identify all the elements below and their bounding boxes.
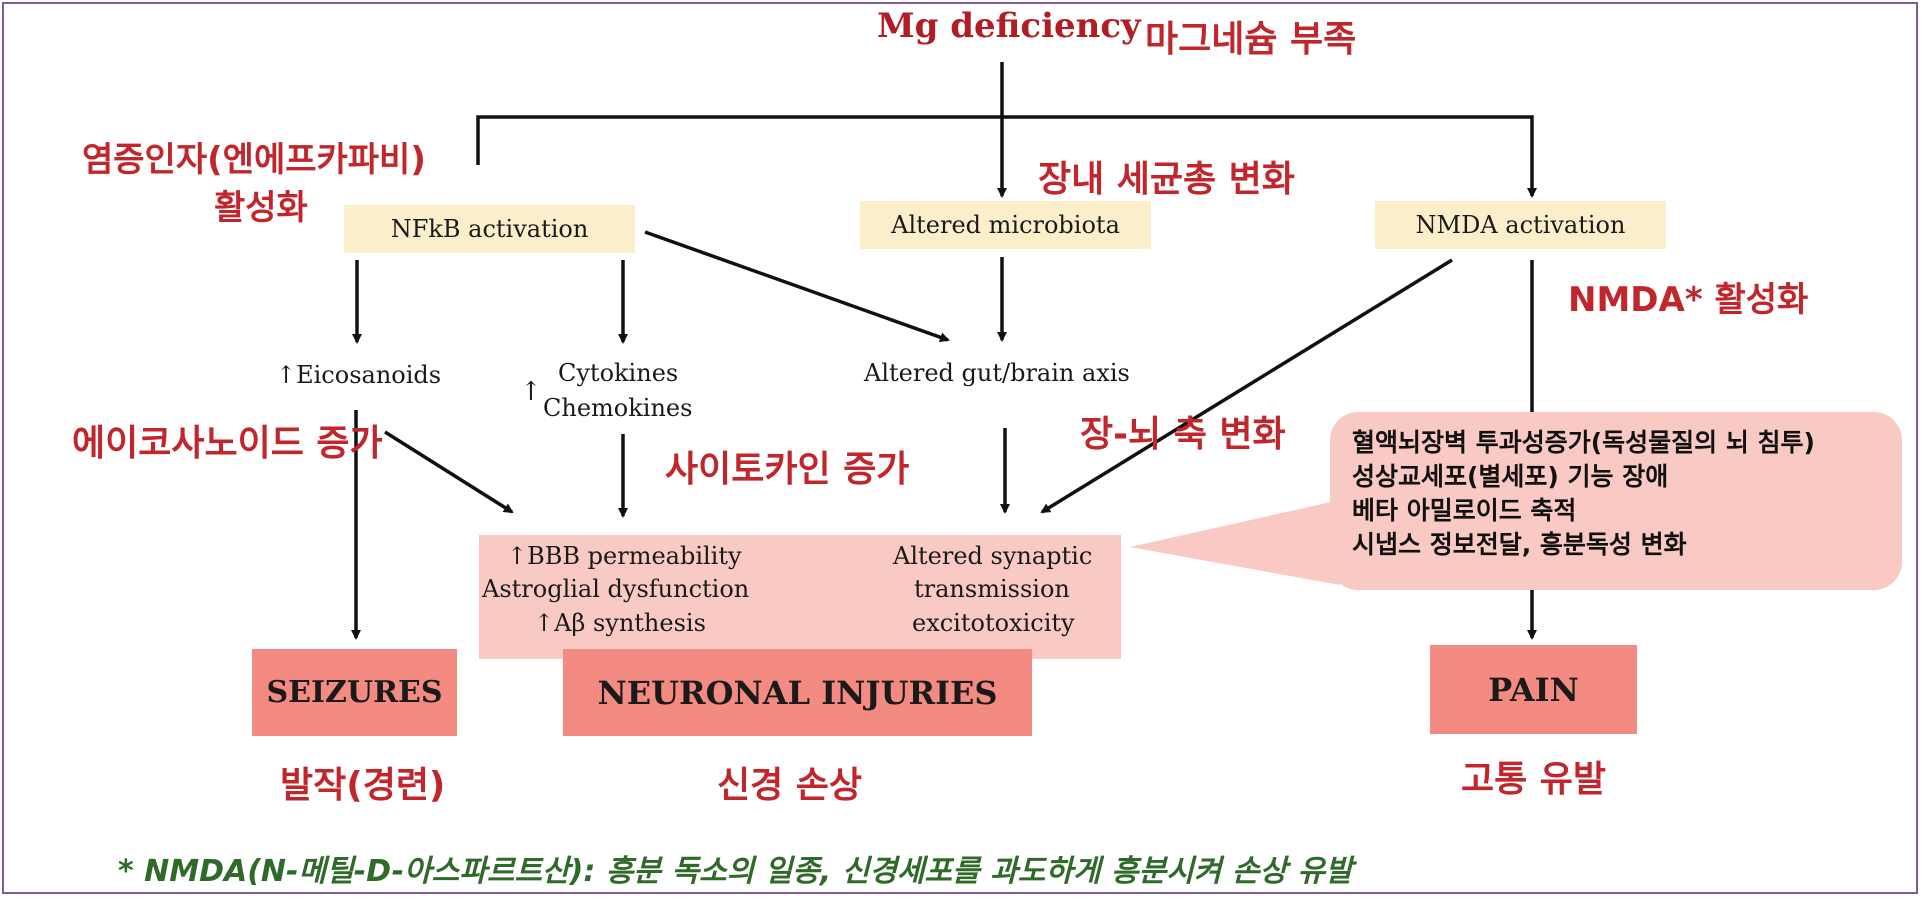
eicosanoids-label: ↑Eicosanoids [276,361,441,389]
cytokines-label: Cytokines [558,359,679,387]
nfkb-activation-box: NFkB activation [344,205,635,253]
arrow-nmda-to-effects [1040,258,1453,514]
title-kr: 마그네슘 부족 [1145,19,1357,60]
pain-box: PAIN [1430,645,1637,734]
effects-right-line1: Altered synaptic [893,542,1093,570]
cytokines-up-arrow: ↑ [520,377,542,407]
nmda-kr: NMDA* 활성화 [1568,280,1809,320]
effects-left-line3: ↑Aβ synthesis [534,609,706,637]
neuronal-injuries-kr: 신경 손상 [717,765,863,806]
pain-kr: 고통 유발 [1461,759,1607,800]
seizures-box: SEIZURES [252,649,457,736]
nfkb-activation-label: NFkB activation [390,215,589,243]
effects-right-line3: excitotoxicity [912,609,1075,637]
seizures-kr: 발작(경련) [280,765,446,806]
altered-microbiota-label: Altered microbiota [891,211,1120,239]
effects-left-line2: Astroglial dysfunction [482,575,750,603]
gut-brain-axis-kr: 장-뇌 축 변화 [1080,414,1286,455]
nmda-activation-label: NMDA activation [1415,211,1626,239]
arrow-eicosanoids-to-effects [384,430,514,514]
callout-pointer [1130,500,1340,585]
arrow-nfkb-to-gutbrain [644,230,950,343]
chemokines-label: Chemokines [543,394,693,422]
eicosanoids-text: Eicosanoids [296,361,442,389]
callout-line: 시냅스 정보전달, 흥분독성 변화 [1352,530,1687,559]
effects-right-line2: transmission [914,575,1070,603]
eicosanoids-kr: 에이코사노이드 증가 [72,423,383,464]
neuronal-injuries-label: NEURONAL INJURIES [597,673,998,712]
effects-box [479,535,1121,659]
callout-line: 혈액뇌장벽 투과성증가(독성물질의 뇌 침투) [1352,428,1815,457]
seizures-label: SEIZURES [266,675,443,710]
neuronal-injuries-box: NEURONAL INJURIES [563,649,1032,736]
nfkb-kr-line1: 염증인자(엔에프카파비) [82,140,426,180]
callout-bubble [1330,412,1902,590]
callout-line: 베타 아밀로이드 축적 [1352,496,1577,525]
footnote: * NMDA(N-메틸-D-아스파르트산): 흥분 독소의 일종, 신경세포를 … [118,854,1353,889]
title-en: Mg deficiency [877,6,1141,46]
microbiota-kr: 장내 세균총 변화 [1038,159,1295,200]
callout-line: 성상교세포(별세포) 기능 장애 [1352,462,1669,491]
eicosanoids-up-arrow: ↑ [276,361,297,389]
nmda-activation-box: NMDA activation [1375,201,1666,249]
nfkb-kr-line2: 활성화 [214,188,308,228]
gut-brain-axis-label: Altered gut/brain axis [864,359,1130,387]
altered-microbiota-box: Altered microbiota [860,201,1151,249]
top-bar [476,115,1537,198]
callout-text: 혈액뇌장벽 투과성증가(독성물질의 뇌 침투) 성상교세포(별세포) 기능 장애… [1352,426,1815,562]
cytokines-kr: 사이토카인 증가 [665,449,910,490]
effects-left-line1: ↑BBB permeability [507,542,742,570]
pain-label: PAIN [1488,670,1579,709]
